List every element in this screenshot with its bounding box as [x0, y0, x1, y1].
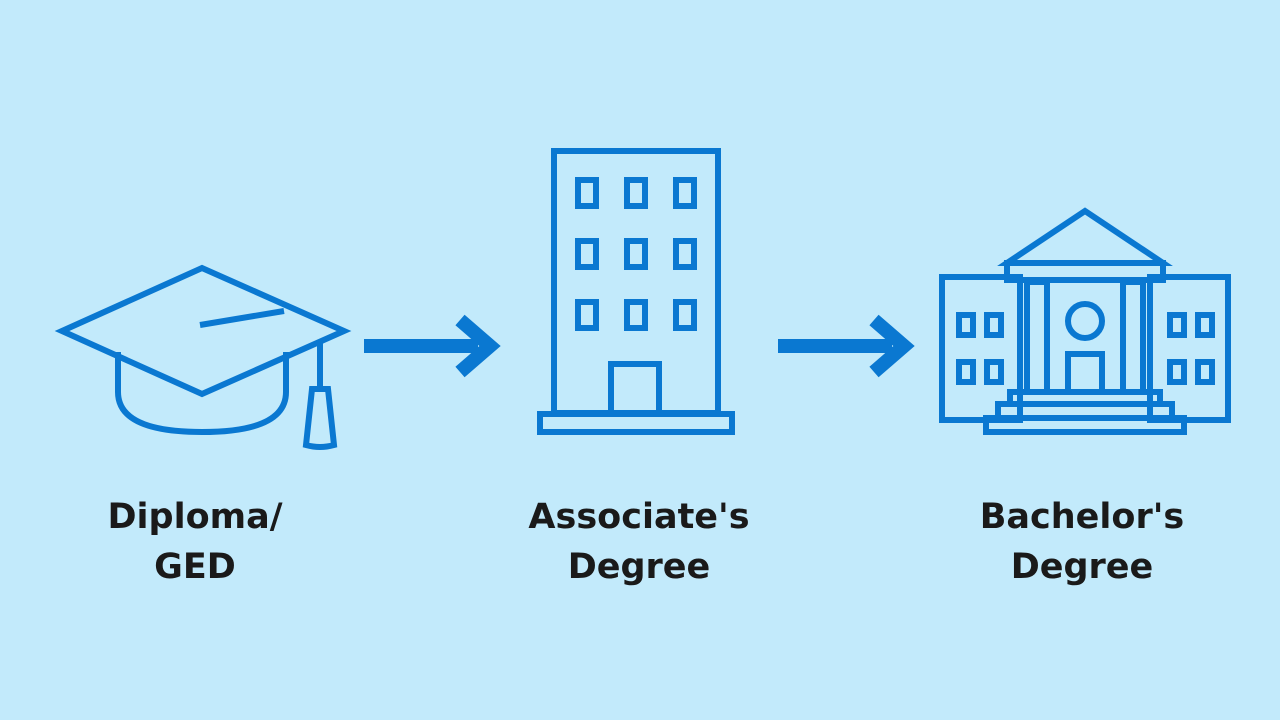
graduation-cap-icon — [54, 264, 352, 450]
step-label-line1: Diploma/ — [107, 497, 283, 537]
arrow-right-icon — [364, 314, 501, 378]
step-label-bachelor: Bachelor's Degree — [952, 492, 1212, 592]
step-label-line2: Degree — [1010, 547, 1154, 587]
step-label-line1: Bachelor's — [979, 497, 1185, 537]
university-building-icon — [939, 207, 1231, 435]
office-building-icon — [537, 148, 735, 435]
step-label-associate: Associate's Degree — [504, 492, 774, 592]
step-label-line1: Associate's — [528, 497, 750, 537]
step-label-diploma: Diploma/ GED — [75, 492, 315, 592]
step-label-line2: Degree — [567, 547, 711, 587]
arrow-right-icon — [778, 314, 915, 378]
step-label-line2: GED — [154, 547, 236, 587]
